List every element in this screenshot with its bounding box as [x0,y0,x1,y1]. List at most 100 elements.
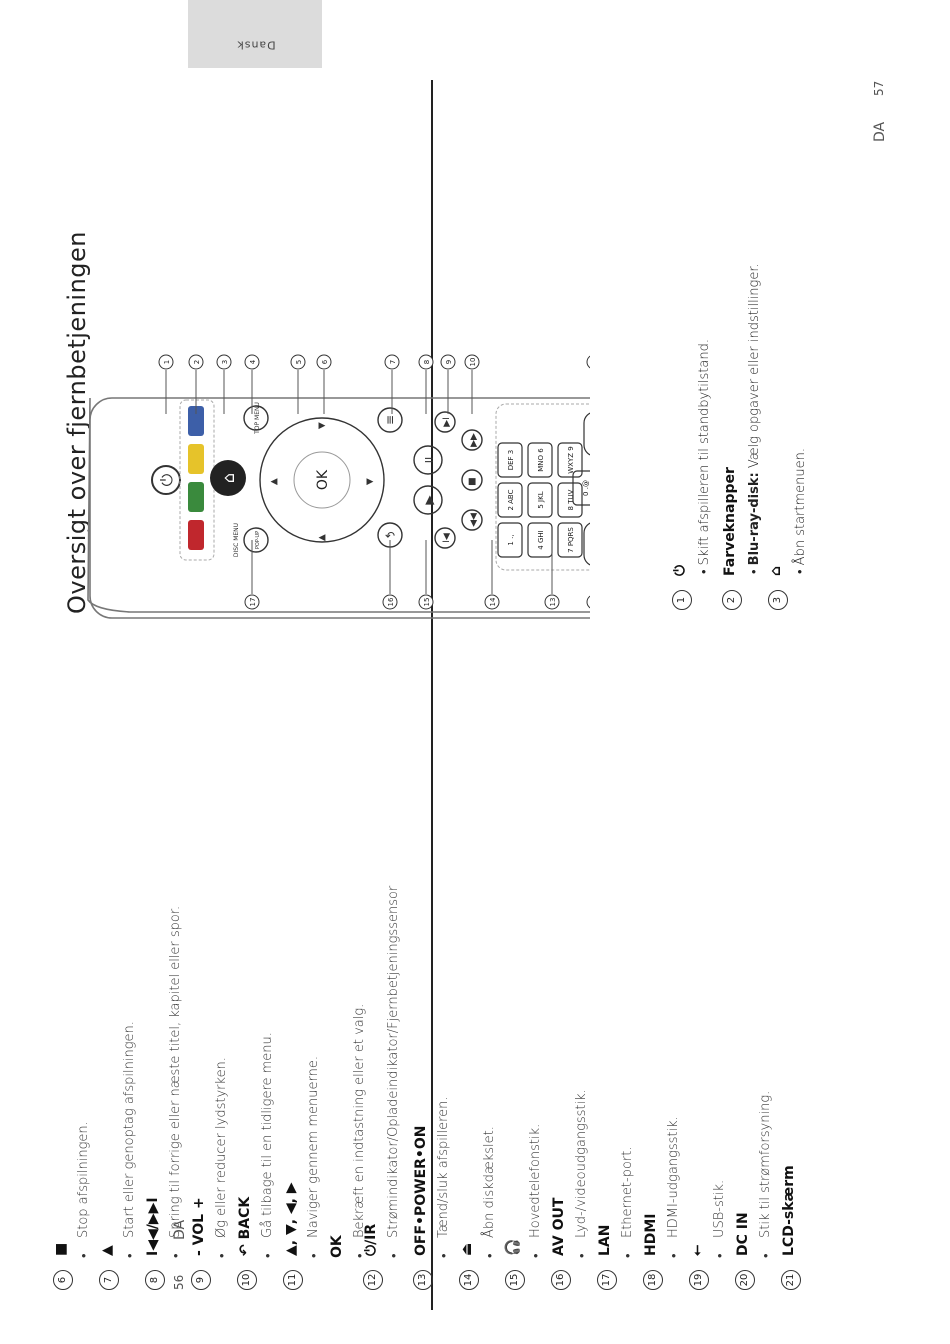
callout-number: 3 [221,360,229,364]
item-number: 7 [99,1270,119,1290]
svg-text:◀: ◀ [319,533,326,543]
callout-number: 4 [249,359,257,364]
item-term: ⏻ [672,564,688,576]
item-description: USB-stik. [712,1180,727,1238]
item-term: OFF•POWER•ON [413,1125,429,1257]
options-icon: ≡ [383,415,397,425]
item-number: 17 [597,1270,617,1290]
left-item-13: 13 OFF•POWER•ON [412,1125,433,1290]
page-lang-right: DA [872,121,888,142]
left-item-18: 18HDMI [642,1214,663,1290]
right-item-1: 1⏻ [672,565,692,610]
left-item-12: 12⏻/IR [362,1224,383,1290]
bullet-marker: • [747,565,762,574]
item-number: 9 [191,1270,211,1290]
keypad-key: 7 PQRS [567,527,575,553]
item-description: Åbn diskdækslet. [482,1126,497,1238]
callout-marker [244,354,260,370]
page-number-left: 56 [172,1274,186,1290]
item-term: ⌂ [768,565,784,576]
keypad-key: 4 GHI [537,530,545,549]
left-item-20: 20 DC IN [734,1212,755,1290]
item-number: 13 [413,1270,433,1290]
keypad-key: WXYZ 9 [567,446,575,473]
item-description: Ethernet-port. [620,1147,635,1238]
disc-menu-label: DISC MENU [233,523,240,557]
callout-number: 14 [489,597,497,606]
home-icon: ⌂ [219,473,238,483]
keypad-key-frame [557,482,583,518]
item-number: 16 [551,1270,571,1290]
svg-text:I◀: I◀ [442,533,452,543]
ok-label: OK [315,469,331,490]
item-description: • Blu-ray-disk: Vælg opgaver eller indst… [746,263,762,574]
keypad-key-frame [572,470,590,506]
item-description: Naviger gennem menuerne. [306,1056,321,1238]
left-item-14: 14⏏ [458,1243,479,1290]
left-item-21: 21 LCD-skærm [780,1165,801,1290]
keypad-key-frame [527,482,553,518]
item-number: 20 [735,1270,755,1290]
top-menu-label: TOP MENU [254,402,261,435]
keypad-key-frame [497,482,523,518]
callout-number: 8 [423,360,431,364]
item-number: 11 [283,1270,303,1290]
callout-marker [384,354,400,370]
item-description-text: Vælg opgaver eller indstillinger. [747,263,762,473]
item-number: 19 [689,1270,709,1290]
item-term: ⏻/IR [363,1223,379,1256]
item-number: 21 [781,1270,801,1290]
callout-number: 10 [469,358,477,367]
callout-marker [418,594,434,610]
svg-text:▶: ▶ [367,477,374,487]
keypad-key: DEF 3 [507,450,515,471]
column-divider [431,80,433,1310]
item-number: 1 [672,590,692,610]
keypad-key-frame [497,522,523,558]
callout-marker [216,354,232,370]
green-button [188,482,204,512]
item-term: LCD-skærm [781,1165,797,1256]
item-description: Øg eller reducer lydstyrken. [214,1057,229,1238]
bullet-marker: • [697,565,712,574]
item-number: 15 [505,1270,525,1290]
item-description: • Skift afspilleren til standbytilstand. [696,339,712,574]
left-item-9: 9- VOL + [190,1197,211,1290]
pause-icon: II [423,457,436,464]
item-term: ■ [53,1242,69,1256]
left-item-10: 10↶ BACK [236,1197,257,1290]
item-description-text: Skift afspilleren til standbytilstand. [697,339,712,566]
keypad-key: 2 ABC [507,489,515,510]
left-item-7: 7▲ [98,1245,119,1290]
item-term: ⭠ [689,1244,705,1256]
power-icon: ⏻ [157,473,176,486]
keypad-key: 1 ., [507,534,515,545]
callout-marker [440,354,456,370]
svg-text:◀: ◀ [271,477,278,487]
language-tab [188,0,322,68]
item-term: ▲, ▼, ◀, ▶ [283,1182,299,1256]
item-term: DC IN [735,1212,751,1256]
left-item-list: 6■Stop afspilningen.7▲Start eller genopt… [40,90,860,1290]
svg-text:▶: ▶ [319,421,326,431]
item-description: Start eller genoptag afspilningen. [122,1021,137,1238]
left-item-16: 16AV OUT [550,1198,571,1290]
item-description: Stop afspilningen. [76,1121,91,1238]
item-description: Tænd/sluk afspilleren. [436,1096,451,1238]
callout-marker [484,594,500,610]
left-item-17: 17 LAN [596,1225,617,1290]
item-number: 3 [768,590,788,610]
item-number: 8 [145,1270,165,1290]
callout-marker [544,594,560,610]
callout-marker [290,354,306,370]
red-button [188,520,204,550]
callout-number: 2 [193,360,201,364]
yellow-button [188,444,204,474]
remote-illustration: ⏻ ⌂ POP-UP DISC MENU TOP MENU OK ◀ ▶ ▶ ◀… [87,354,590,619]
item-description: Strømindikator/Opladeindikator/Fjernbetj… [386,886,401,1238]
item-term: Farveknapper [722,467,738,576]
callout-number: 13 [549,598,557,607]
item-term: LAN [597,1224,613,1256]
callout-number: 15 [423,598,431,607]
callout-number: 9 [445,360,453,364]
